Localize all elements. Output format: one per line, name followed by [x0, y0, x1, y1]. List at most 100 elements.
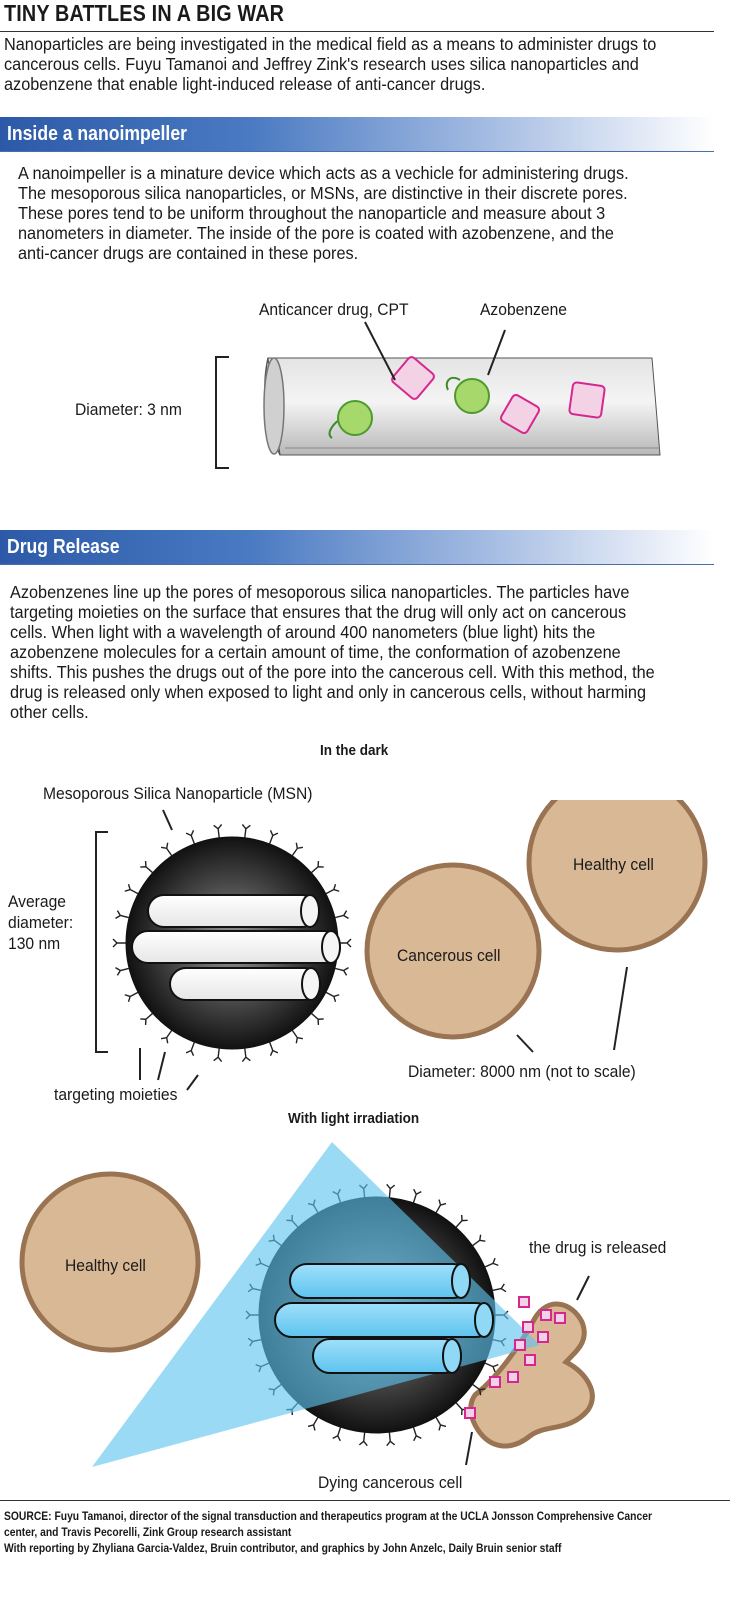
- light-panel-title: With light irradiation: [288, 1110, 420, 1127]
- light-diagram: [19, 1142, 595, 1467]
- released-drug: [554, 1312, 566, 1324]
- intro-paragraph: Nanoparticles are being investigated in …: [4, 34, 705, 94]
- body-line: drug is released only when exposed to li…: [10, 682, 647, 702]
- azobenzene-label: Azobenzene: [480, 300, 567, 319]
- targeting-moiety: [160, 1029, 173, 1044]
- dark-panel-title: In the dark: [320, 742, 389, 759]
- section-heading-drug-release: Drug Release: [7, 536, 120, 558]
- drug-released-label: the drug is released: [529, 1238, 667, 1257]
- nanoimpeller-diagram: [215, 321, 661, 469]
- healthy-cell-light: [19, 1171, 201, 1353]
- targeting-moiety: [386, 1183, 396, 1198]
- targeting-moiety: [334, 910, 349, 920]
- body-line: other cells.: [10, 702, 89, 722]
- targeting-moiety: [325, 883, 340, 895]
- drug-pointer: [364, 321, 396, 381]
- body-line: cells. When light with a wavelength of a…: [10, 622, 596, 642]
- targeting-moiety: [124, 991, 139, 1003]
- tube-opening: [263, 357, 285, 455]
- intro-line: azobenzene that enable light-induced rel…: [4, 74, 486, 94]
- targeting-moiety: [291, 842, 304, 857]
- targeting-moiety: [241, 823, 251, 838]
- source-line: With reporting by Zhyliana Garcia-Valdez…: [4, 1541, 562, 1555]
- released-drug: [489, 1376, 501, 1388]
- targeting-moiety: [455, 1214, 468, 1228]
- msn-pore: [147, 894, 319, 928]
- targeting-moiety: [358, 1432, 368, 1447]
- body-line: A nanoimpeller is a minature device whic…: [18, 163, 629, 183]
- targeting-moiety: [112, 938, 126, 948]
- moiety-pointer: [186, 1074, 199, 1091]
- dark-diagram: [95, 800, 708, 1091]
- targeting-moiety: [386, 1432, 396, 1447]
- targeting-moiety: [185, 1041, 196, 1056]
- released-drug: [540, 1309, 552, 1321]
- avg-diameter-label: Average diameter: 130 nm: [8, 892, 74, 953]
- targeting-moiety: [115, 966, 130, 976]
- nanoimpeller-paragraph: A nanoimpeller is a minature device whic…: [18, 163, 675, 263]
- drug-label: Anticancer drug, CPT: [259, 300, 409, 319]
- healthy-pointer: [613, 966, 628, 1051]
- dying-cancerous-cell: [468, 1301, 595, 1449]
- targeting-moieties: [112, 823, 352, 1063]
- body-line: shifts. This pushes the drugs out of the…: [10, 662, 655, 682]
- msn-pore: [131, 930, 341, 964]
- body-line: anti-cancer drugs are contained in these…: [18, 243, 359, 263]
- source-line: SOURCE: Fuyu Tamanoi, director of the si…: [4, 1509, 652, 1523]
- cancerous-cell-label: Cancerous cell: [397, 946, 501, 965]
- drug-molecule: [499, 393, 541, 435]
- targeting-moiety: [310, 861, 324, 874]
- released-drug: [524, 1354, 536, 1366]
- targeting-moiety: [484, 1362, 499, 1373]
- targeting-moiety: [472, 1383, 486, 1396]
- drug-molecule: [568, 381, 606, 419]
- cancerous-pointer: [516, 1034, 534, 1053]
- released-drug: [537, 1331, 549, 1343]
- targeting-moiety: [412, 1188, 422, 1203]
- healthy-cell: [526, 800, 708, 953]
- body-line: targeting moieties on the surface that e…: [10, 602, 627, 622]
- body-line: These pores tend to be uniform throughou…: [18, 203, 606, 223]
- body-line: azobenzene molecules for a certain amoun…: [10, 642, 621, 662]
- targeting-moiety: [484, 1257, 499, 1268]
- targeting-moiety: [472, 1234, 486, 1247]
- moiety-pointer: [157, 1051, 166, 1081]
- targeting-moiety: [213, 1048, 223, 1063]
- azobenzene-molecule: [337, 400, 373, 436]
- targeting-moiety: [140, 861, 154, 874]
- source-credits: SOURCE: Fuyu Tamanoi, director of the si…: [4, 1508, 750, 1556]
- healthy-cell-label: Healthy cell: [573, 855, 654, 874]
- targeting-moiety: [160, 842, 173, 857]
- targeting-moiety: [435, 1416, 447, 1431]
- targeting-moiety: [268, 1041, 279, 1056]
- targeting-moiety: [332, 1427, 342, 1442]
- msn-pore: [289, 1263, 471, 1299]
- targeting-moiety: [268, 830, 279, 845]
- released-drug: [464, 1407, 476, 1419]
- targeting-moiety: [325, 991, 340, 1003]
- dying-cell-label: Dying cancerous cell: [318, 1473, 463, 1492]
- body-line: Azobenzenes line up the pores of mesopor…: [10, 582, 630, 602]
- released-drug: [518, 1296, 530, 1308]
- healthy-cell-label-light: Healthy cell: [65, 1256, 146, 1275]
- cancerous-cell: [364, 862, 542, 1040]
- msn-label: Mesoporous Silica Nanoparticle (MSN): [43, 784, 313, 803]
- footer-rule: [0, 1500, 730, 1501]
- section-band-nanoimpeller: [0, 117, 714, 152]
- body-line: The mesoporous silica nanoparticles, or …: [18, 183, 628, 203]
- title-rule: [0, 31, 714, 32]
- released-drug: [514, 1339, 526, 1351]
- targeting-moiety: [213, 823, 223, 838]
- msn-pointer: [162, 809, 173, 831]
- intro-line: cancerous cells. Fuyu Tamanoi and Jeffre…: [4, 54, 639, 74]
- targeting-moiety: [334, 966, 349, 976]
- azobenzene-pointer: [487, 329, 506, 376]
- targeting-moiety: [124, 883, 139, 895]
- targeting-moiety: [492, 1283, 507, 1293]
- page-title: TINY BATTLES IN A BIG WAR: [4, 0, 285, 26]
- targeting-moiety: [412, 1427, 422, 1442]
- targeting-moiety: [241, 1048, 251, 1063]
- targeting-moiety: [291, 1029, 304, 1044]
- targeting-moiety: [310, 1012, 324, 1025]
- msn-pore: [312, 1338, 462, 1374]
